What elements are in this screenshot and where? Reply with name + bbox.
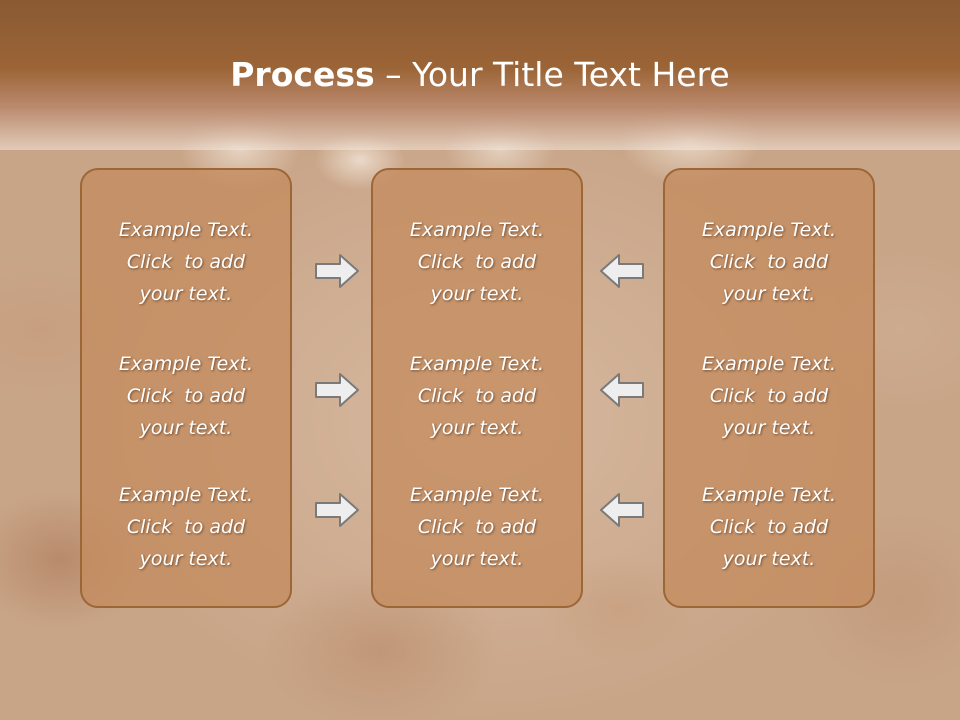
process-box-left[interactable]: Example Text. Click to add your text. Ex… [80,168,292,608]
left-arrow-icon[interactable] [599,372,645,408]
process-box-center[interactable]: Example Text. Click to add your text. Ex… [371,168,583,608]
text-line: your text. [139,417,233,439]
text-line: Click to add [126,385,246,407]
title-banner [0,0,960,150]
text-line: Click to add [417,516,537,538]
slide-title[interactable]: Process – Your Title Text Here [0,52,960,98]
right-arrow-icon[interactable] [314,253,360,289]
text-placeholder[interactable]: Example Text. Click to add your text. [82,348,290,444]
text-line: Example Text. [118,484,254,506]
text-line: Example Text. [409,219,545,241]
text-line: your text. [722,548,816,570]
process-box-right[interactable]: Example Text. Click to add your text. Ex… [663,168,875,608]
text-line: Example Text. [118,219,254,241]
text-line: your text. [430,417,524,439]
title-bold: Process [230,55,375,94]
title-rest: Your Title Text Here [412,55,730,94]
text-line: your text. [139,548,233,570]
text-line: your text. [430,283,524,305]
text-line: your text. [722,283,816,305]
text-placeholder[interactable]: Example Text. Click to add your text. [665,348,873,444]
text-line: Click to add [709,385,829,407]
text-placeholder[interactable]: Example Text. Click to add your text. [82,479,290,575]
text-placeholder[interactable]: Example Text. Click to add your text. [373,348,581,444]
right-arrow-icon[interactable] [314,372,360,408]
text-line: Click to add [417,385,537,407]
text-line: Example Text. [701,353,837,375]
text-line: Example Text. [118,353,254,375]
text-line: Example Text. [409,484,545,506]
text-line: Click to add [126,516,246,538]
left-arrow-icon[interactable] [599,253,645,289]
text-line: Example Text. [701,484,837,506]
text-placeholder[interactable]: Example Text. Click to add your text. [373,214,581,310]
text-line: your text. [722,417,816,439]
text-line: Click to add [126,251,246,273]
text-placeholder[interactable]: Example Text. Click to add your text. [82,214,290,310]
text-line: your text. [430,548,524,570]
text-placeholder[interactable]: Example Text. Click to add your text. [665,479,873,575]
text-line: Example Text. [701,219,837,241]
text-placeholder[interactable]: Example Text. Click to add your text. [373,479,581,575]
text-placeholder[interactable]: Example Text. Click to add your text. [665,214,873,310]
right-arrow-icon[interactable] [314,492,360,528]
text-line: Example Text. [409,353,545,375]
left-arrow-icon[interactable] [599,492,645,528]
title-dash: – [374,55,413,94]
text-line: your text. [139,283,233,305]
text-line: Click to add [417,251,537,273]
text-line: Click to add [709,251,829,273]
text-line: Click to add [709,516,829,538]
